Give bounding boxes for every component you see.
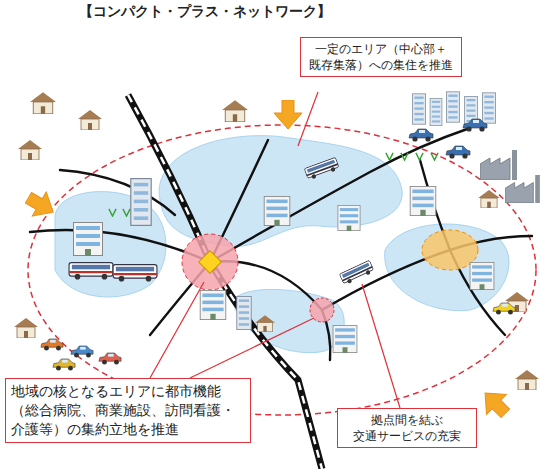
sprout — [416, 153, 423, 160]
inflow-arrow — [475, 383, 515, 423]
car — [41, 339, 63, 351]
skyline-tower — [446, 92, 459, 122]
leader-line — [190, 318, 314, 378]
callout-box: 地域の核となるエリアに都市機能 （総合病院、商業施設、訪問看護・ 介護等）の集約… — [5, 378, 251, 443]
car — [409, 129, 433, 142]
house — [78, 110, 102, 130]
vehicles — [41, 119, 515, 371]
car — [53, 359, 75, 371]
apartment — [470, 262, 494, 290]
house — [515, 370, 539, 390]
leader-line — [298, 92, 318, 146]
sprout — [431, 153, 438, 160]
hubs — [182, 230, 478, 322]
settlement-area — [232, 289, 344, 352]
skyline-tower — [430, 98, 442, 125]
taxi — [493, 303, 515, 315]
sprout — [123, 209, 130, 216]
apartment — [200, 290, 226, 320]
house — [18, 140, 42, 160]
apartment — [410, 186, 436, 216]
buildings — [14, 92, 540, 420]
factory — [480, 150, 517, 180]
settlement-areas — [55, 136, 509, 353]
main-hub — [182, 234, 238, 290]
sprout — [386, 153, 393, 160]
callout-box: 一定のエリア（中心部＋ 既存集落）への集住を推進 — [300, 37, 462, 77]
house — [222, 100, 248, 122]
skyline-tower — [482, 93, 495, 123]
inflow-arrow — [21, 185, 60, 224]
inflow-arrows — [21, 100, 515, 424]
diagram-title: 【コンパクト・プラス・ネットワーク】 — [0, 3, 410, 21]
skyline-tower — [412, 94, 425, 124]
callout-text: 地域の核となるエリアに都市機能 （総合病院、商業施設、訪問看護・ 介護等）の集約… — [11, 382, 245, 439]
house — [30, 92, 56, 114]
house — [14, 318, 38, 338]
callout-text: 一定のエリア（中心部＋ 既存集落）への集住を推進 — [306, 41, 456, 73]
leader-line — [362, 284, 400, 408]
car — [446, 146, 470, 159]
sprout — [401, 153, 408, 160]
apartment — [264, 196, 290, 226]
apartment — [338, 205, 360, 231]
fields — [109, 153, 438, 216]
car — [99, 353, 121, 365]
sprout — [109, 209, 116, 216]
compact-boundary — [28, 125, 536, 415]
factory — [505, 175, 540, 203]
bus — [339, 260, 374, 286]
bus — [304, 157, 340, 180]
house — [255, 315, 275, 332]
articulated-bus — [113, 265, 157, 282]
callout-text: 拠点間を結ぶ 交通サービスの充実 — [348, 412, 466, 444]
tower — [131, 179, 151, 226]
hub-station — [199, 251, 222, 274]
callout-box: 拠点間を結ぶ 交通サービスの充実 — [337, 408, 477, 448]
roads — [30, 128, 532, 360]
house — [478, 190, 500, 208]
inflow-arrow — [274, 100, 302, 129]
local-hub — [422, 230, 478, 270]
road — [60, 170, 175, 215]
leader-line — [150, 282, 204, 378]
tower — [237, 296, 251, 329]
articulated-bus — [69, 263, 113, 280]
leader-lines — [150, 92, 400, 408]
apartment — [74, 223, 103, 257]
car — [71, 346, 93, 358]
apartment — [333, 325, 357, 353]
car — [463, 119, 487, 132]
